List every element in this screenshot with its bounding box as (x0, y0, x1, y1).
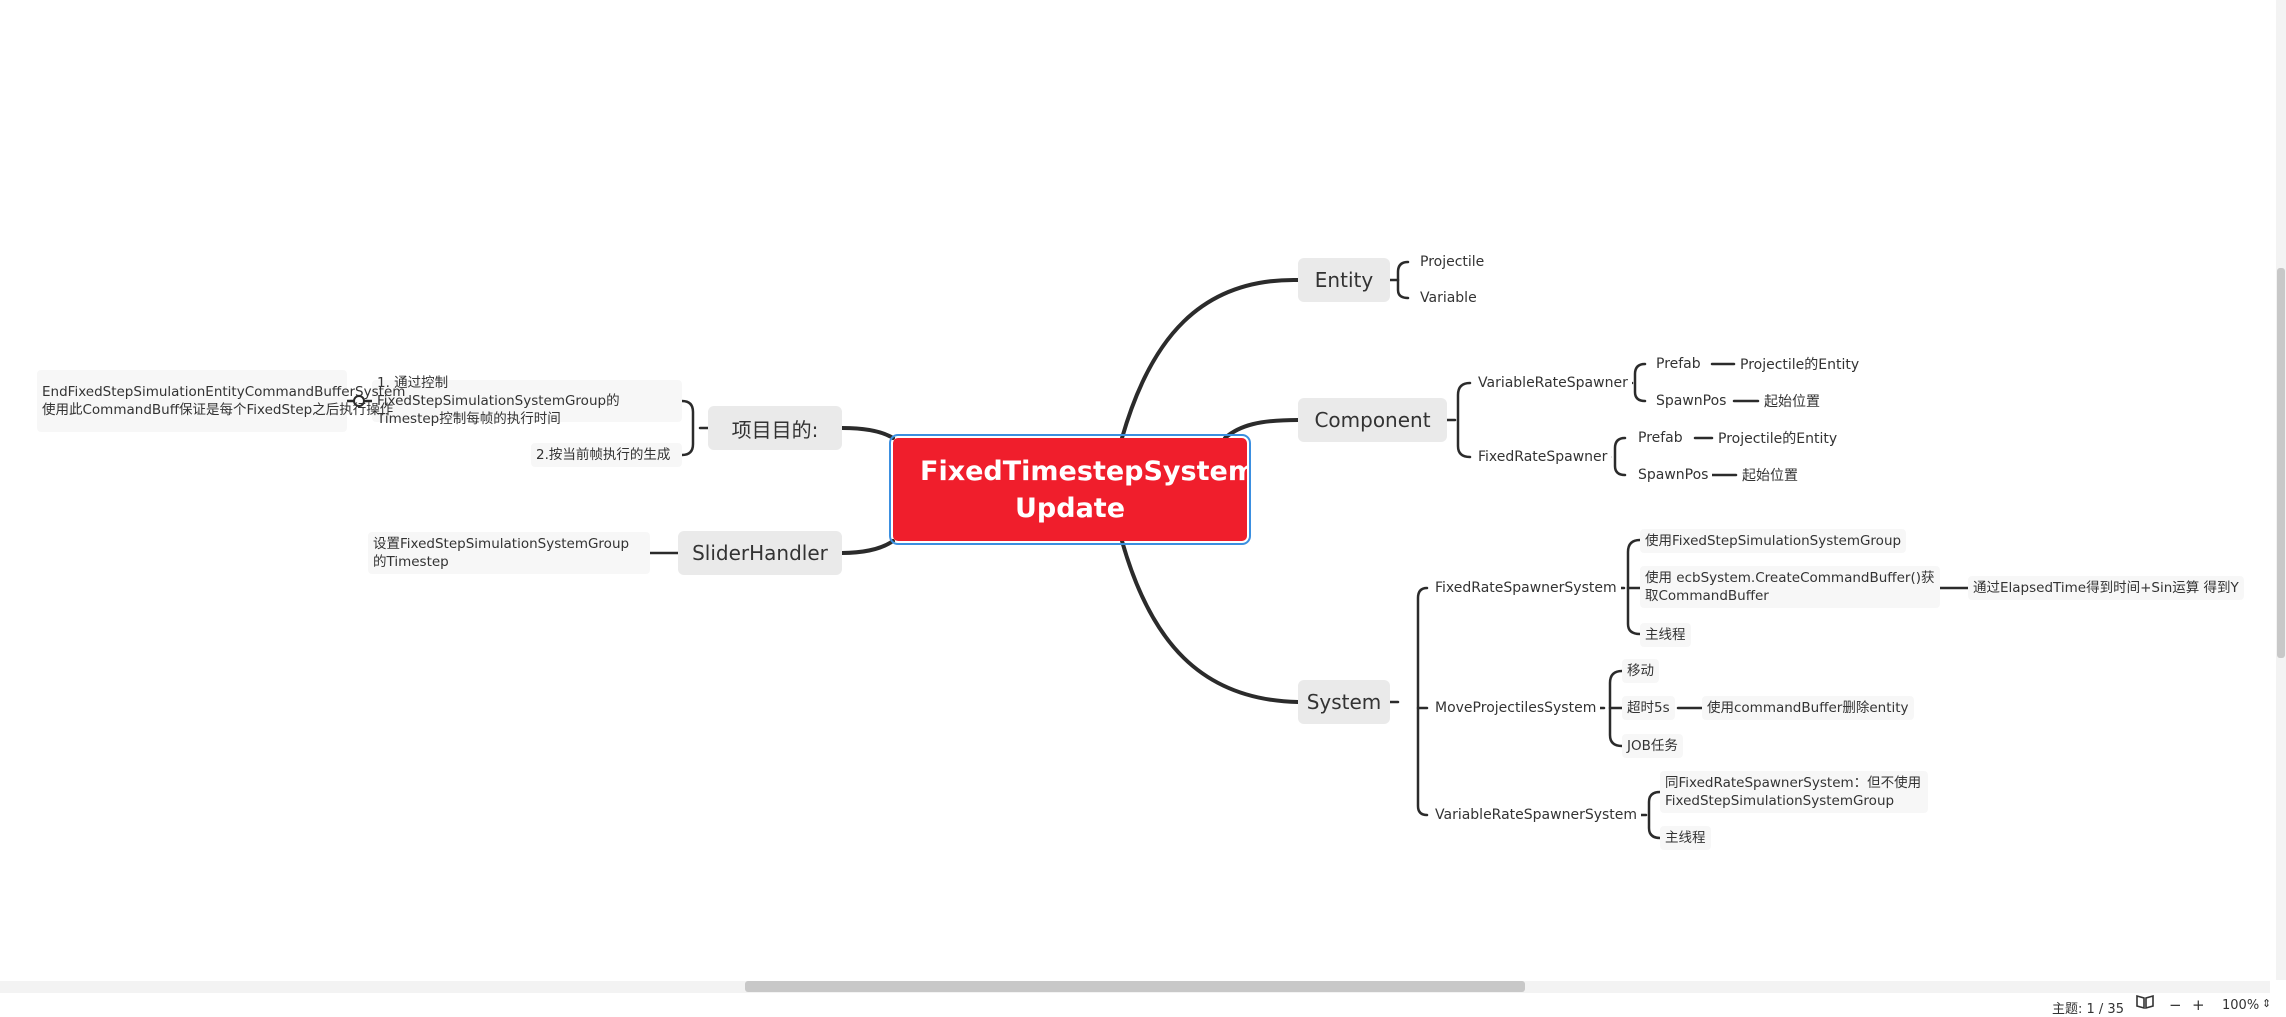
system-move-item-b-note-label: 使用commandBuffer删除entity (1707, 700, 1909, 716)
component-variable-rate-spawner[interactable]: VariableRateSpawner (1474, 372, 1632, 394)
component-variable-prefab-value[interactable]: Projectile的Entity (1736, 353, 1864, 375)
component-variable-prefab-value-label: Projectile的Entity (1740, 357, 1860, 373)
topic-entity-label: Entity (1314, 268, 1374, 292)
component-variable-spawnpos[interactable]: SpawnPos (1652, 390, 1731, 412)
connector-component (1223, 418, 1300, 440)
component-fixed-rate-spawner-label: FixedRateSpawner (1478, 449, 1608, 465)
component-variable-spawnpos-label: SpawnPos (1656, 393, 1727, 409)
topic-purpose-label: 项目目的: (731, 417, 819, 442)
system-move-item-c[interactable]: JOB任务 (1622, 734, 1683, 758)
component-fixed-spawnpos[interactable]: SpawnPos (1634, 464, 1713, 486)
component-fixed-prefab-label: Prefab (1638, 430, 1683, 446)
outline-view-icon[interactable] (2136, 994, 2154, 1014)
system-variable-item-a[interactable]: 同FixedRateSpawnerSystem：但不使用FixedStepSim… (1660, 771, 1928, 813)
system-move-item-a[interactable]: 移动 (1622, 659, 1659, 683)
system-fixed-item-b[interactable]: 使用 ecbSystem.CreateCommandBuffer()获取Comm… (1640, 566, 1940, 608)
system-fixed-item-a[interactable]: 使用FixedStepSimulationSystemGroup (1640, 529, 1907, 553)
connector-purpose (840, 426, 895, 440)
component-fixed-prefab[interactable]: Prefab (1634, 427, 1687, 449)
system-move-item-b-note[interactable]: 使用commandBuffer删除entity (1702, 696, 1914, 720)
purpose-item-1-label: 1. 通过控制FixedStepSimulationSystemGroup的Ti… (377, 375, 620, 427)
system-fixed-item-b-note[interactable]: 通过ElapsedTime得到时间+Sin运算 得到Y (1968, 576, 2244, 600)
purpose-item-2-label: 2.按当前帧执行的生成 (536, 447, 671, 463)
system-move-projectiles-system[interactable]: MoveProjectilesSystem (1431, 697, 1601, 719)
vertical-scrollbar-thumb[interactable] (2277, 268, 2285, 658)
topic-count: 主题: 1 / 35 (2052, 1002, 2124, 1017)
system-variable-item-a-label: 同FixedRateSpawnerSystem：但不使用FixedStepSim… (1665, 775, 1922, 809)
topic-purpose[interactable]: 项目目的: (708, 406, 842, 450)
entity-item-variable-label: Variable (1420, 290, 1477, 306)
component-fixed-spawnpos-label: SpawnPos (1638, 467, 1709, 483)
component-fixed-prefab-value[interactable]: Projectile的Entity (1714, 427, 1842, 449)
system-variable-item-b[interactable]: 主线程 (1660, 826, 1711, 850)
component-fixed-rate-spawner[interactable]: FixedRateSpawner (1474, 446, 1612, 468)
purpose-item-1[interactable]: 1. 通过控制FixedStepSimulationSystemGroup的Ti… (372, 375, 682, 427)
system-fixed-rate-spawner-system-label: FixedRateSpawnerSystem (1435, 580, 1617, 596)
system-move-item-c-label: JOB任务 (1627, 738, 1678, 754)
component-variable-spawnpos-value-label: 起始位置 (1764, 394, 1820, 410)
component-variable-rate-spawner-label: VariableRateSpawner (1478, 375, 1628, 391)
central-topic-label: FixedTimestepSystem Update (920, 455, 1256, 524)
component-fixed-spawnpos-value[interactable]: 起始位置 (1738, 464, 1802, 486)
system-fixed-item-b-note-label: 通过ElapsedTime得到时间+Sin运算 得到Y (1973, 580, 2239, 596)
system-move-item-a-label: 移动 (1627, 663, 1654, 679)
topic-component[interactable]: Component (1298, 398, 1447, 442)
system-move-item-b-label: 超时5s (1627, 700, 1670, 716)
system-fixed-item-c-label: 主线程 (1645, 627, 1686, 643)
purpose-item-2[interactable]: 2.按当前帧执行的生成 (531, 443, 682, 467)
slider-item-1[interactable]: 设置FixedStepSimulationSystemGroup 的Timest… (368, 532, 650, 574)
zoom-dropdown-chevron-icon[interactable]: ⇕ (2262, 997, 2272, 1010)
system-fixed-rate-spawner-system[interactable]: FixedRateSpawnerSystem (1431, 577, 1621, 599)
horizontal-scrollbar-thumb[interactable] (745, 981, 1525, 992)
component-fixed-spawnpos-value-label: 起始位置 (1742, 468, 1798, 484)
connector-system (1120, 539, 1300, 704)
system-move-projectiles-system-label: MoveProjectilesSystem (1435, 700, 1597, 716)
system-variable-item-b-label: 主线程 (1665, 830, 1706, 846)
system-variable-rate-spawner-system[interactable]: VariableRateSpawnerSystem (1431, 804, 1642, 826)
system-fixed-item-b-label: 使用 ecbSystem.CreateCommandBuffer()获取Comm… (1645, 570, 1935, 604)
purpose-item-1-note-label: EndFixedStepSimulationEntityCommandBuffe… (42, 384, 406, 418)
slider-item-1-label: 设置FixedStepSimulationSystemGroup 的Timest… (373, 536, 630, 570)
component-variable-spawnpos-value[interactable]: 起始位置 (1760, 390, 1824, 412)
connector-entity (1120, 277, 1300, 440)
topic-component-label: Component (1314, 408, 1431, 432)
entity-item-variable[interactable]: Variable (1416, 287, 1481, 309)
topic-system[interactable]: System (1298, 680, 1390, 724)
entity-item-projectile-label: Projectile (1420, 254, 1485, 270)
component-fixed-prefab-value-label: Projectile的Entity (1718, 431, 1838, 447)
purpose-item-1-note[interactable]: EndFixedStepSimulationEntityCommandBuffe… (37, 370, 405, 432)
connector-slider (840, 539, 895, 555)
system-move-item-b[interactable]: 超时5s (1622, 696, 1675, 720)
system-fixed-item-c[interactable]: 主线程 (1640, 623, 1691, 647)
system-fixed-item-a-label: 使用FixedStepSimulationSystemGroup (1645, 533, 1902, 549)
zoom-level[interactable]: 100% (2222, 998, 2260, 1013)
central-topic[interactable]: FixedTimestepSystem Update (889, 434, 1256, 545)
component-variable-prefab-label: Prefab (1656, 356, 1701, 372)
system-variable-rate-spawner-system-label: VariableRateSpawnerSystem (1435, 807, 1638, 823)
component-variable-prefab[interactable]: Prefab (1652, 353, 1705, 375)
topic-sliderhandler[interactable]: SliderHandler (678, 531, 842, 575)
zoom-out-button[interactable]: − (2169, 996, 2182, 1014)
topic-sliderhandler-label: SliderHandler (692, 541, 828, 565)
zoom-in-button[interactable]: + (2192, 996, 2205, 1014)
entity-item-projectile[interactable]: Projectile (1416, 251, 1489, 273)
topic-system-label: System (1306, 690, 1382, 714)
topic-entity[interactable]: Entity (1298, 258, 1390, 302)
